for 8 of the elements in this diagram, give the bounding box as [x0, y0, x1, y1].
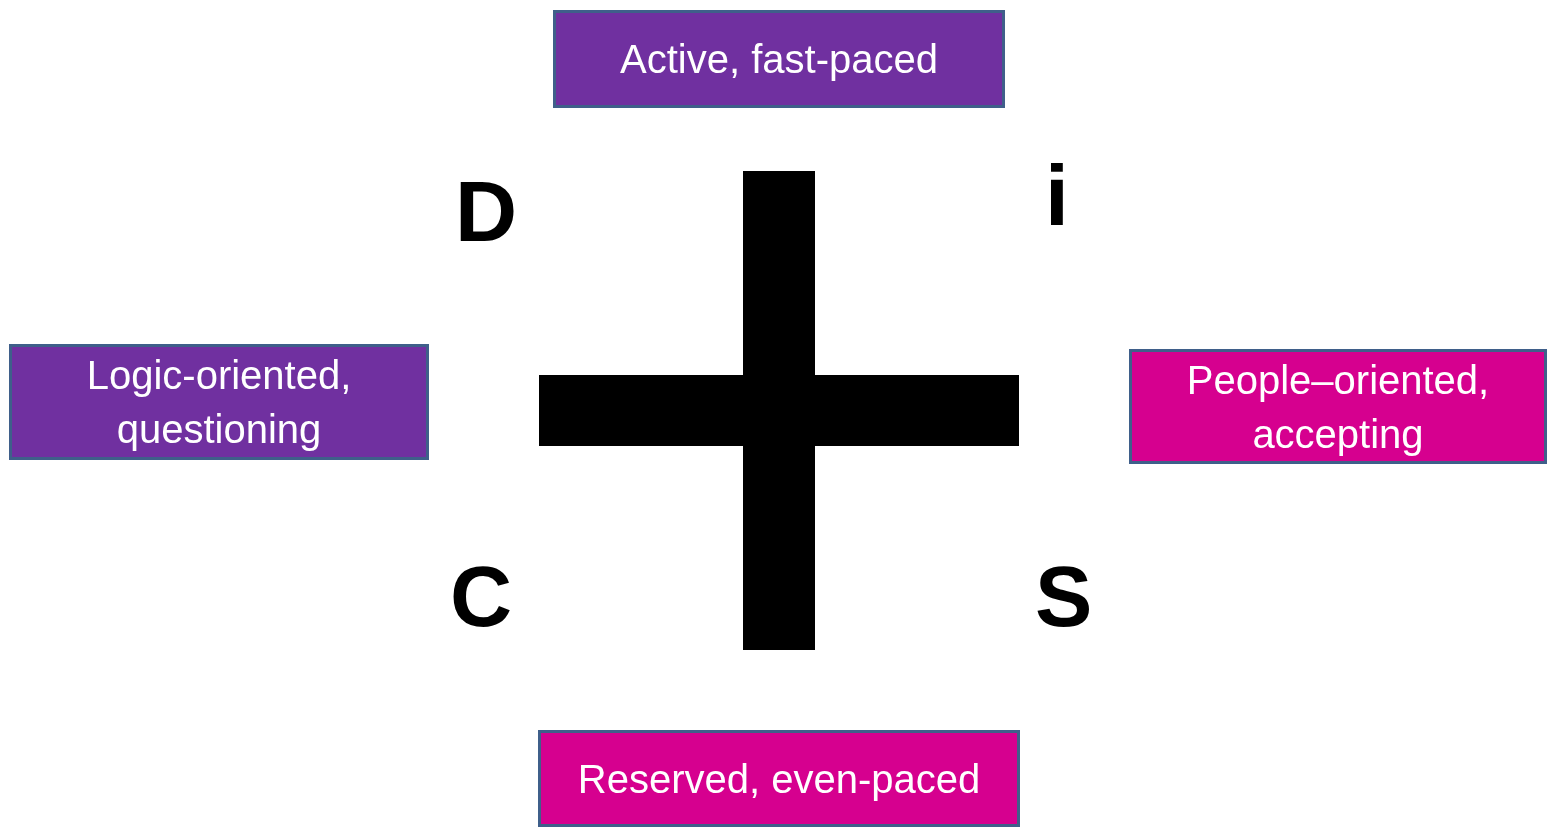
trait-box: People–oriented, accepting: [1129, 349, 1547, 464]
trait-box: Active, fast-paced: [553, 10, 1005, 108]
trait-box: Logic-oriented, questioning: [9, 344, 429, 460]
quadrant-letter: S: [1035, 553, 1093, 639]
trait-box: Reserved, even-paced: [538, 730, 1020, 827]
quadrant-letter: i: [1045, 152, 1069, 238]
quadrant-letter: C: [450, 553, 513, 639]
quadrant-letter: D: [455, 168, 518, 254]
